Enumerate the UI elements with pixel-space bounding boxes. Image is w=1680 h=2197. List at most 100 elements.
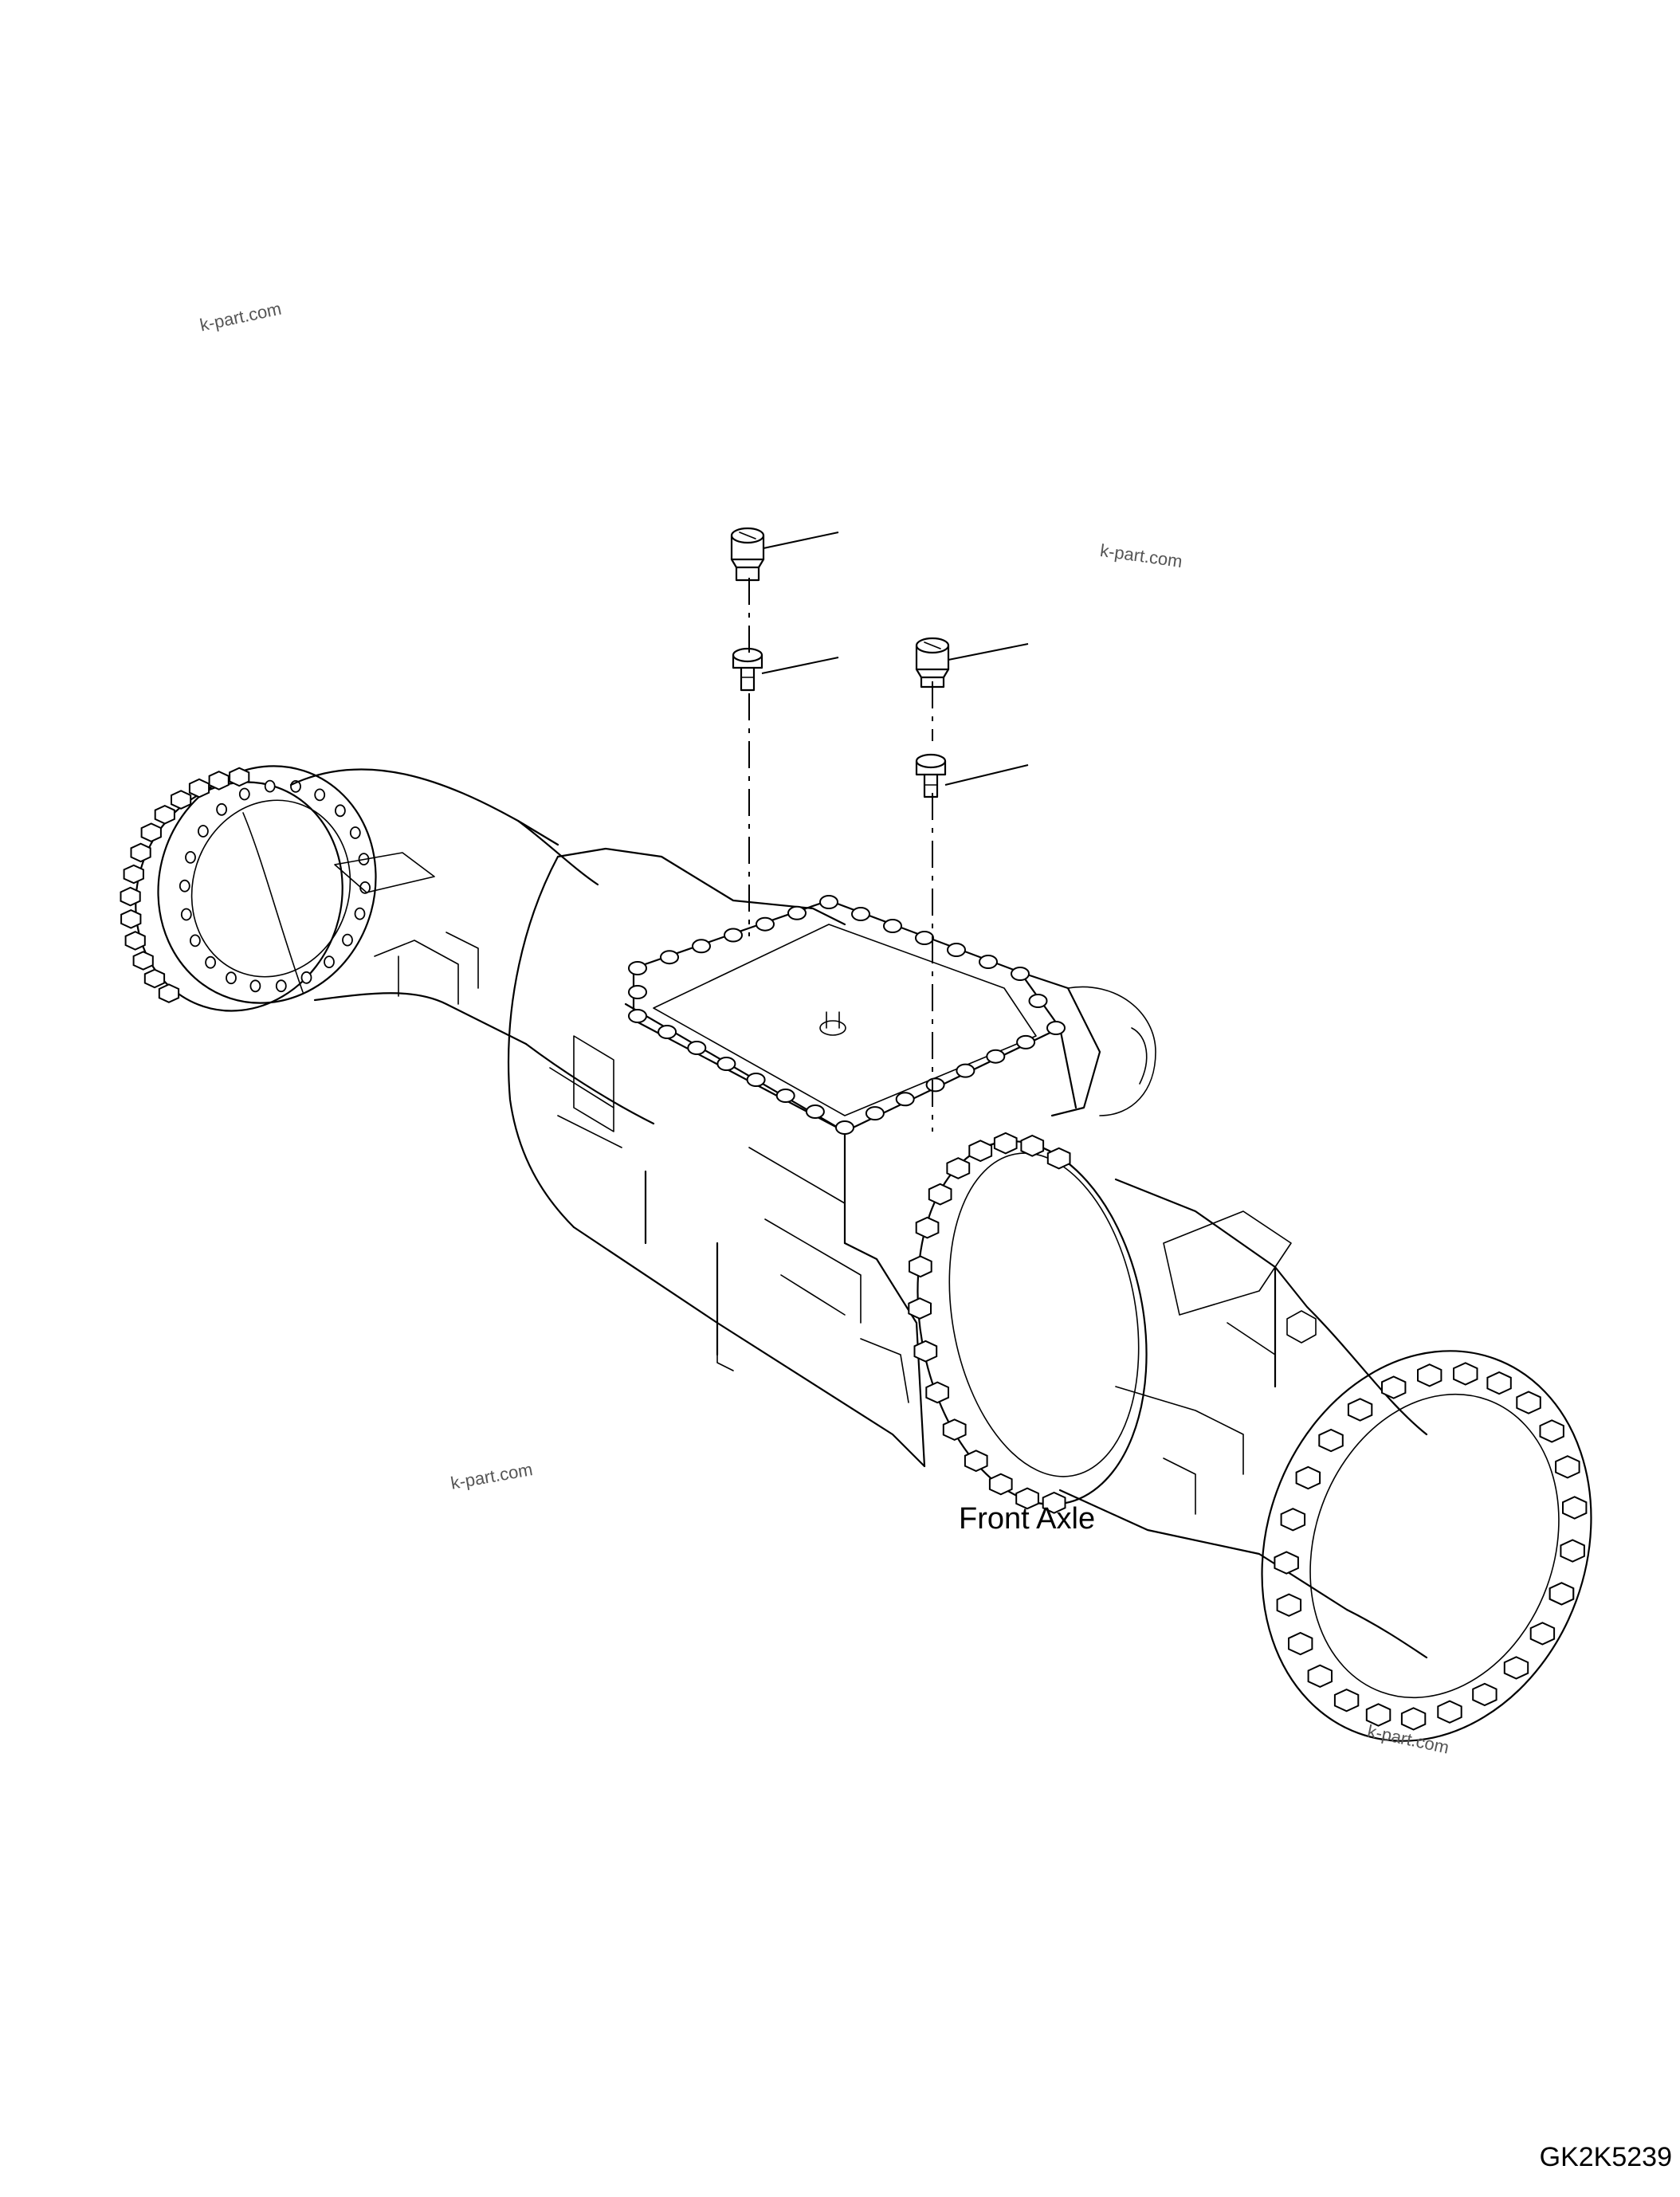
flange-hole — [354, 907, 366, 920]
cover-bolt-icon — [657, 1025, 677, 1039]
leader-lines — [761, 532, 1029, 786]
cover-bolt-icon — [628, 985, 647, 999]
hub-bolt-icon — [120, 908, 142, 929]
flange-hole — [238, 787, 250, 801]
hub-bolt-icon — [1365, 1703, 1391, 1727]
flange-hole — [226, 971, 237, 985]
hub-bolt-icon — [1280, 1508, 1306, 1532]
cover-bolt-icon — [1016, 1034, 1036, 1049]
cover-bolt-icon — [805, 1104, 825, 1119]
cover-bolt-icon — [979, 955, 998, 969]
flange-hole — [342, 933, 353, 947]
flange-bolt-icon — [946, 1157, 971, 1179]
flange-hole — [179, 879, 190, 893]
flange-hole — [324, 955, 335, 968]
hub-bolt-icon — [1307, 1664, 1333, 1689]
cover-bolt-icon — [1046, 1021, 1066, 1035]
hub-bolt-icon — [1472, 1682, 1497, 1707]
flange-hole — [349, 826, 361, 839]
cover-bolt-icon — [716, 1057, 736, 1071]
flange-hole — [314, 788, 326, 802]
flange-bolt-icon — [913, 1340, 938, 1363]
hub-bolt-icon — [143, 968, 166, 989]
flange-bolt-icon — [1046, 1147, 1071, 1170]
hub-bolt-icon — [154, 804, 175, 825]
cover-bolt-icon — [724, 928, 743, 943]
flange-bolt-icon — [993, 1132, 1018, 1155]
cover-bolt-icon — [925, 1077, 945, 1093]
cover-bolt-icon — [756, 916, 775, 932]
cover-bolt-icon — [956, 1063, 975, 1078]
hub-bolt-icon — [1274, 1551, 1299, 1575]
hub-bolt-icon — [1529, 1622, 1556, 1646]
cover-bolt-icon — [628, 961, 647, 975]
hub-bolt-icon — [1288, 1631, 1313, 1656]
cover-bolt-icon — [775, 1089, 795, 1103]
hub-bolt-icon — [1400, 1707, 1427, 1731]
sensor-1-icon — [730, 527, 765, 582]
hub-bolt-icon — [132, 951, 154, 971]
hub-bolt-icon — [1453, 1362, 1478, 1386]
hub-bolt-icon — [1562, 1496, 1588, 1520]
cover-bolt-icon — [915, 931, 934, 945]
drawing-code: GK2K5239 — [1539, 2142, 1672, 2172]
right-axle-tube — [908, 1132, 1428, 1659]
cover-bolt-icon — [660, 950, 679, 965]
hub-bolt-icon — [229, 767, 250, 787]
hub-bolt-icon — [1555, 1455, 1580, 1479]
right-hub-flange — [1261, 1350, 1592, 1742]
flange-bolt-icon — [928, 1183, 952, 1206]
flange-bolt-icon — [925, 1381, 949, 1404]
hub-bolt-icon — [124, 931, 146, 951]
differential-housing — [508, 847, 1156, 1468]
hub-bolt-icon — [171, 790, 192, 810]
cover-bolt-icon — [787, 905, 807, 920]
sensor-2-icon — [915, 637, 950, 689]
flange-bolt-icon — [908, 1297, 932, 1320]
flange-bolt-icon — [988, 1473, 1013, 1496]
hub-bolt-icon — [130, 842, 151, 863]
flange-hole — [300, 971, 312, 984]
flange-hole — [275, 979, 287, 993]
flange-hole — [197, 825, 209, 838]
flange-bolt-icon — [942, 1418, 967, 1442]
hub-bolt-icon — [158, 983, 180, 1003]
hub-bolt-icon — [1516, 1391, 1541, 1414]
hub-bolt-icon — [1295, 1465, 1321, 1490]
hub-bolt-icon — [1539, 1419, 1564, 1443]
hub-bolt-icon — [1437, 1700, 1462, 1724]
hub-bolt-icon — [1276, 1593, 1302, 1617]
cover-bolt-icon — [865, 1106, 885, 1121]
flange-hole — [264, 779, 276, 793]
hub-bolt-icon — [1318, 1428, 1344, 1453]
hub-bolt-icon — [1549, 1582, 1575, 1606]
flange-bolt-icon — [1042, 1491, 1066, 1514]
cover-bolt-icon — [692, 939, 711, 954]
plug-1-icon — [732, 647, 763, 692]
hub-bolt-icon — [1333, 1688, 1360, 1712]
hub-bolt-icon — [120, 886, 141, 907]
flange-hole — [189, 934, 201, 947]
flange-hole — [216, 802, 228, 816]
flange-bolt-icon — [915, 1216, 940, 1239]
flange-bolt-icon — [1015, 1487, 1039, 1510]
left-axle-tube — [242, 768, 655, 1125]
flange-hole — [185, 851, 196, 864]
flange-hole — [249, 979, 261, 993]
cover-bolt-icon — [1028, 994, 1048, 1008]
cover-bolt-icon — [851, 907, 870, 921]
hub-bolt-icon — [208, 771, 230, 791]
hub-bolt-icon — [188, 778, 210, 798]
cover-bolt-icon — [835, 1120, 854, 1135]
cover-bolt-icon — [687, 1041, 707, 1055]
hub-bolt-icon — [123, 864, 144, 885]
cover-bolt-icon — [883, 919, 902, 933]
hub-bolt-icon — [1381, 1375, 1407, 1399]
flange-bolt-icon — [909, 1255, 932, 1278]
cover-bolt-icon — [1011, 967, 1030, 981]
plug-2-icon — [915, 753, 947, 798]
cover-bolt-icon — [895, 1092, 915, 1107]
hub-bolt-icon — [1560, 1539, 1585, 1563]
flange-bolt-icon — [1020, 1134, 1045, 1157]
